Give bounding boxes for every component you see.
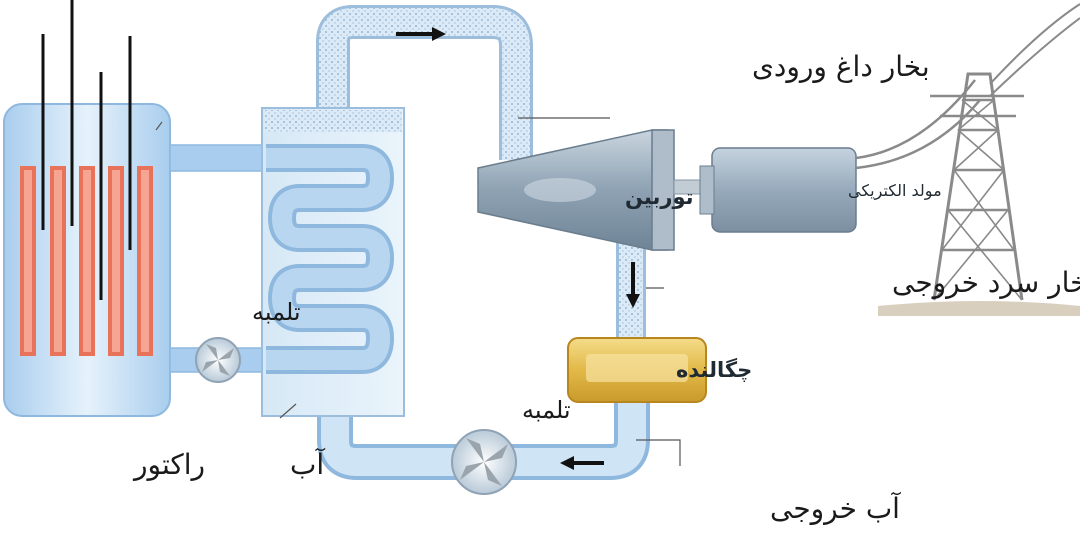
- flow-arrow-icon: [626, 262, 640, 308]
- electric-generator: [699, 147, 857, 233]
- pump-left-label: تلمبه: [252, 298, 301, 326]
- condenser: [567, 337, 707, 403]
- generator-label: مولد الکتریکی: [848, 181, 942, 201]
- outlet-water-label: آب خروجی: [770, 492, 901, 525]
- water-tank-label: آب: [290, 448, 325, 481]
- condenser-label: چگالنده: [676, 357, 752, 382]
- flow-arrow-icon: [560, 456, 604, 470]
- hot-steam-label: بخار داغ ورودی: [752, 50, 930, 83]
- cold-steam-label: بخار سرد خروجی: [892, 266, 1080, 299]
- leader-lines: [155, 117, 681, 466]
- fuel-rods: [20, 166, 153, 356]
- control-rods: [41, 0, 132, 300]
- pump-icon: [195, 337, 241, 383]
- transmission-tower-icon: [855, 3, 1080, 301]
- hot-steam-pipe: [316, 5, 533, 160]
- flow-arrow-icon: [396, 27, 446, 41]
- pump-icon: [451, 429, 517, 495]
- turbine: [477, 129, 675, 251]
- reactor-label: راکتور: [132, 448, 205, 481]
- steam-generator-tank: [261, 107, 405, 417]
- pump-bottom-label: تلمبه: [522, 396, 571, 424]
- ground: [878, 301, 1080, 316]
- reactor-outlet-pipe: [169, 144, 267, 172]
- turbine-label: توربین: [625, 185, 694, 209]
- reactor-vessel: [3, 0, 171, 417]
